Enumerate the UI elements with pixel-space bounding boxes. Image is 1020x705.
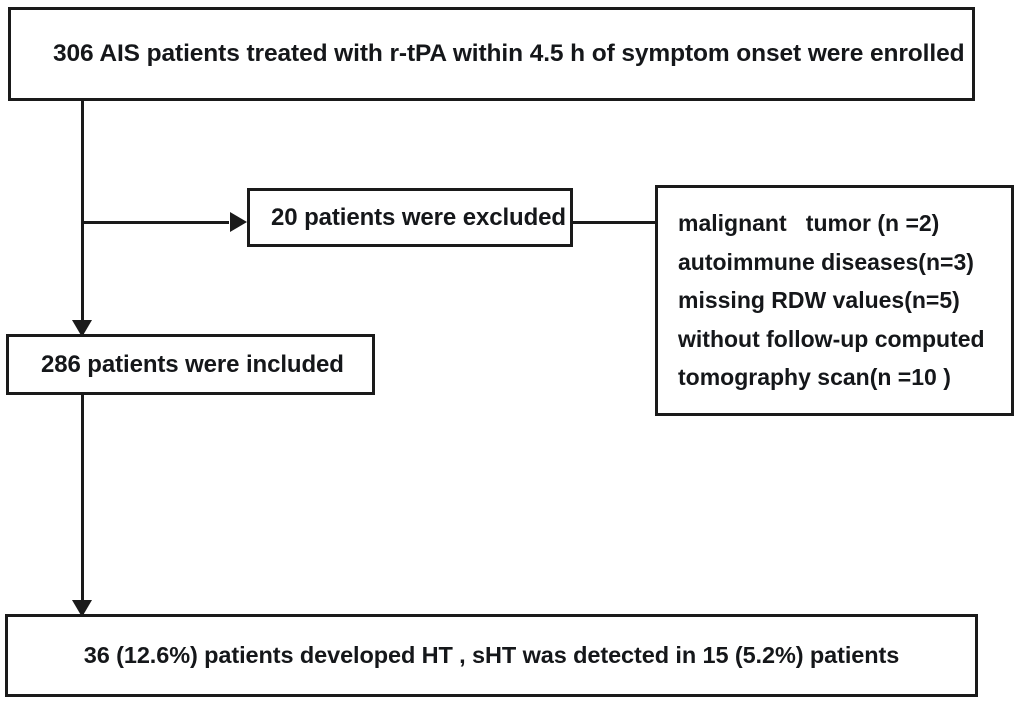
node-included-label: 286 patients were included [41,350,344,378]
exclusion-reasons-list: malignant tumor (n =2) autoimmune diseas… [678,204,985,397]
node-excluded-patients: 20 patients were excluded [247,188,573,247]
connector-trunk-to-excluded [81,221,229,224]
connector-enrolled-to-included [81,100,84,336]
exclusion-reason-item: tomography scan(n =10 ) [678,364,951,391]
arrowhead-down-to-included [72,320,92,337]
node-excluded-label: 20 patients were excluded [271,203,566,231]
node-outcome-label: 36 (12.6%) patients developed HT , sHT w… [83,642,900,668]
exclusion-reason-item: autoimmune diseases(n=3) [678,248,974,275]
node-enrolled-label: 306 AIS patients treated with r-tPA with… [53,40,965,67]
node-exclusion-reasons: malignant tumor (n =2) autoimmune diseas… [655,185,1014,416]
arrowhead-down-to-outcome [72,600,92,617]
connector-included-to-outcome [81,395,84,616]
exclusion-reason-item: missing RDW values(n=5) [678,287,960,314]
arrowhead-right-to-excluded [230,212,247,232]
exclusion-reason-item: malignant tumor (n =2) [678,210,940,237]
node-outcome: 36 (12.6%) patients developed HT , sHT w… [5,614,978,697]
node-included-patients: 286 patients were included [6,334,375,395]
connector-excluded-to-reasons [573,221,656,224]
node-enrolled-cohort: 306 AIS patients treated with r-tPA with… [8,7,975,101]
exclusion-reason-item: without follow-up computed [678,325,985,352]
